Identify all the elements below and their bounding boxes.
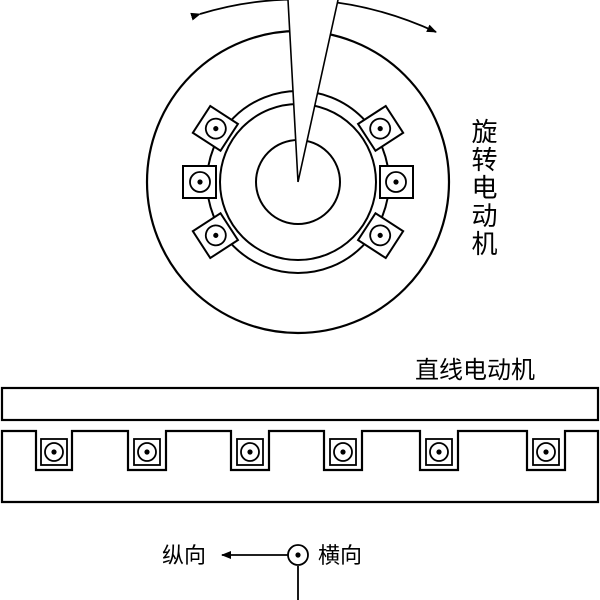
transverse-symbol <box>287 544 309 566</box>
linear-slot-coil <box>40 438 68 466</box>
rotor-slots <box>182 104 414 260</box>
linear-slot-coil <box>329 438 357 466</box>
rotary-motor-label: 旋转电动机 <box>467 118 497 258</box>
linear-slot-coil <box>133 438 161 466</box>
pointer-wedge <box>287 0 339 183</box>
linear-slots <box>40 438 560 466</box>
linear-motor <box>0 386 600 504</box>
linear-motor-label: 直线电动机 <box>415 356 535 384</box>
rotary-motor <box>145 0 451 335</box>
linear-mover-body <box>0 429 600 504</box>
linear-slot-coil <box>236 438 264 466</box>
direction-legend <box>221 544 309 600</box>
linear-slot-coil <box>425 438 453 466</box>
longitudinal-label: 纵向 <box>162 544 206 569</box>
linear-stator-bar <box>0 386 600 422</box>
transverse-label: 横向 <box>318 544 362 569</box>
linear-slot-coil <box>532 438 560 466</box>
